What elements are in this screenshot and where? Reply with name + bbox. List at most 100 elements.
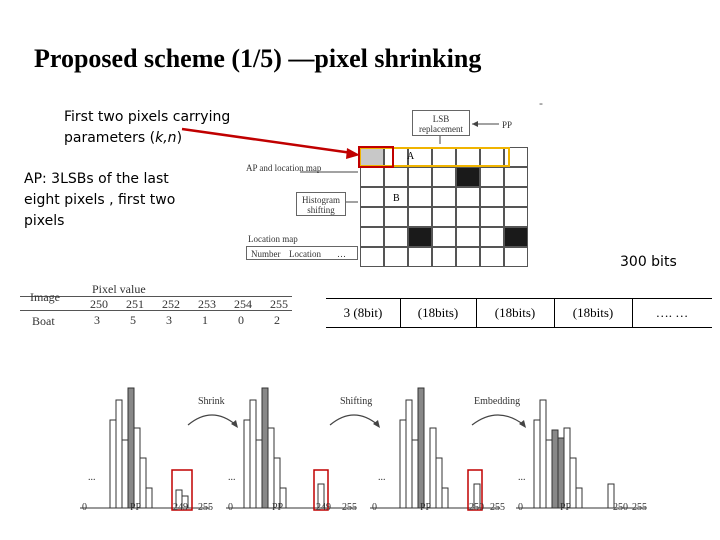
- image-label: Image: [30, 290, 60, 304]
- grid-cell: [432, 227, 456, 247]
- grid-cell: [384, 187, 408, 207]
- hist-250: 250: [613, 502, 628, 513]
- histogram-bars: [516, 399, 646, 509]
- grid-cell: [408, 247, 432, 267]
- histogram-shifting-box: Histogram shifting: [296, 192, 346, 216]
- region-b-label: B: [393, 193, 400, 204]
- histogram-2: ... 0 PP 249 255: [226, 380, 366, 530]
- pixel-count: 1: [202, 313, 208, 327]
- ap-highlight-box: [359, 147, 510, 167]
- ellipsis-cell: …: [337, 249, 346, 259]
- grid-cell: [408, 207, 432, 227]
- hist-dots: ...: [228, 472, 236, 483]
- histogram-3: ... 0 PP 250 255: [370, 380, 510, 530]
- ap-note-line1: AP: 3LSBs of the last: [24, 171, 169, 187]
- number-cell: Number: [251, 249, 281, 259]
- table-rule: [20, 310, 292, 311]
- grid-cell: [360, 227, 384, 247]
- grid-cell: [480, 207, 504, 227]
- grid-cell: [432, 187, 456, 207]
- grid-cell: [384, 247, 408, 267]
- hist-pp: PP: [272, 502, 284, 513]
- params-note-line1: First two pixels carrying: [64, 109, 231, 125]
- histogram-bars: [370, 387, 500, 511]
- pixel-count: 5: [130, 313, 136, 327]
- bits-label: 300 bits: [620, 254, 677, 270]
- ap-note: AP: 3LSBs of the last eight pixels , fir…: [24, 169, 175, 232]
- dash-mark: -: [539, 96, 543, 110]
- shrink-label: Shrink: [198, 396, 225, 407]
- pixel-count: 0: [238, 313, 244, 327]
- grid-cell: [360, 187, 384, 207]
- location-map-table: Number Location …: [246, 246, 358, 260]
- ap-note-line2: eight pixels , first two: [24, 192, 176, 208]
- hist-249: 249: [316, 502, 331, 513]
- table-rule: [20, 296, 292, 297]
- parameter-pixels-highlight: [358, 146, 394, 168]
- hist-dots: ...: [378, 472, 386, 483]
- grid-cell: [432, 207, 456, 227]
- segment-divider: [632, 299, 633, 327]
- hist-dots: ...: [88, 472, 96, 483]
- hist-zero: 0: [82, 502, 87, 513]
- segment-1: (18bits): [417, 305, 459, 320]
- histogram-4: ... 0 PP 250 255: [516, 380, 656, 530]
- grid-cell: [480, 247, 504, 267]
- grid-cell: [480, 187, 504, 207]
- histogram-bars: [226, 387, 356, 511]
- pixel-value: 250: [90, 297, 108, 311]
- location-cell: Location: [289, 249, 321, 259]
- grid-cell: [432, 167, 456, 187]
- hist-pp: PP: [420, 502, 432, 513]
- pixel-value: 255: [270, 297, 288, 311]
- pixel-value-header: Pixel value: [92, 282, 146, 296]
- hist-255: 255: [342, 502, 357, 513]
- hist-zero: 0: [518, 502, 523, 513]
- hist-255: 255: [490, 502, 505, 513]
- hist-249: 249: [173, 502, 188, 513]
- grid-cell: [480, 227, 504, 247]
- pixel-count: 3: [166, 313, 172, 327]
- grid-cell: [384, 207, 408, 227]
- pixel-value: 254: [234, 297, 252, 311]
- pixel-value: 252: [162, 297, 180, 311]
- ap-note-line3: pixels: [24, 213, 65, 229]
- segment-divider: [400, 299, 401, 327]
- segment-divider: [554, 299, 555, 327]
- grid-cell: [360, 247, 384, 267]
- grid-cell: [504, 207, 528, 227]
- grid-cell: [504, 247, 528, 267]
- diagram-connectors: [300, 121, 499, 203]
- grid-cell: [504, 147, 528, 167]
- hist-250: 250: [469, 502, 484, 513]
- segment-params: 3 (8bit): [343, 305, 383, 320]
- grid-cell: [408, 227, 432, 247]
- grid-cell: [456, 207, 480, 227]
- grid-cell: [456, 167, 480, 187]
- grid-cell: [384, 167, 408, 187]
- grid-cell: [456, 187, 480, 207]
- grid-cell: [360, 167, 384, 187]
- params-suffix: ): [176, 130, 183, 146]
- grid-cell: [504, 167, 528, 187]
- bit-segments: 3 (8bit) (18bits) (18bits) (18bits) …. …: [326, 298, 712, 328]
- hist-pp: PP: [130, 502, 142, 513]
- location-map-label: Location map: [248, 234, 298, 244]
- hist-255: 255: [632, 502, 647, 513]
- params-prefix: parameters (: [64, 130, 156, 146]
- pixel-value: 251: [126, 297, 144, 311]
- shifting-label: Shifting: [340, 396, 373, 407]
- hist-zero: 0: [372, 502, 377, 513]
- params-note: First two pixels carrying parameters (k,…: [64, 107, 230, 149]
- pp-label: PP: [502, 120, 513, 130]
- ap-location-label: AP and location map: [246, 163, 322, 173]
- grid-cell: [384, 227, 408, 247]
- grid-cell: [432, 247, 456, 267]
- slide-title: Proposed scheme (1/5) —pixel shrinking: [34, 44, 482, 73]
- boat-label: Boat: [32, 314, 55, 328]
- pixel-value: 253: [198, 297, 216, 311]
- grid-cell: [408, 167, 432, 187]
- hist-dots: ...: [518, 472, 526, 483]
- segment-more: …. …: [655, 305, 689, 320]
- region-a-label: A: [407, 151, 415, 162]
